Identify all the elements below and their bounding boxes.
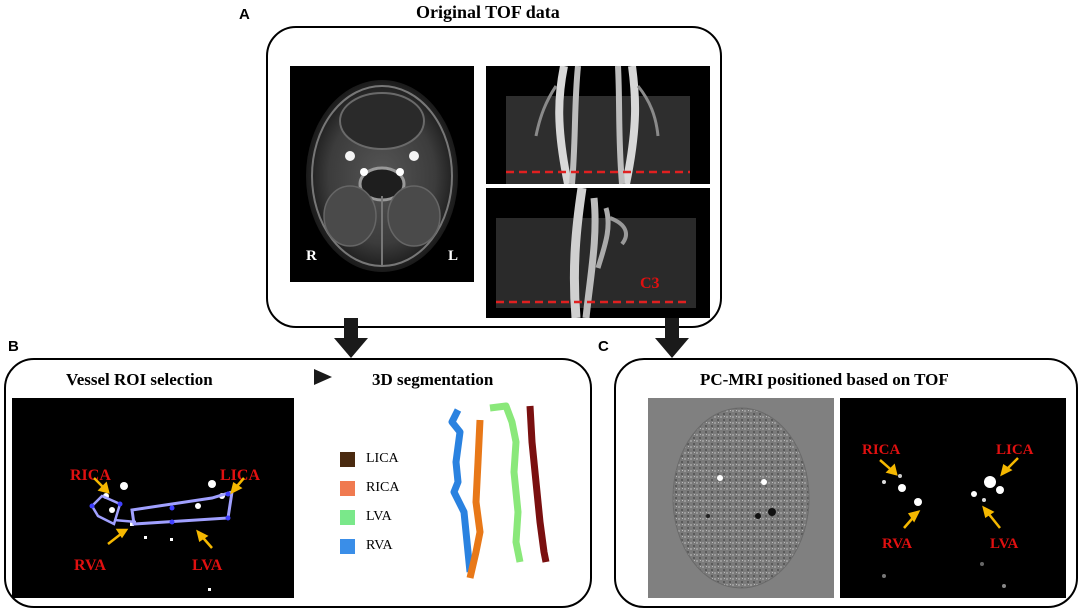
roi-label-lva: LVA <box>192 557 223 574</box>
pc-mri-phase-image <box>648 398 834 598</box>
segment-rva <box>448 408 474 573</box>
segmentation-3d-render <box>448 402 550 579</box>
legend-label-lica: LICA <box>366 451 399 466</box>
pc-label-rva: RVA <box>882 536 912 552</box>
legend-swatch-rva <box>340 539 355 554</box>
roi-label-lica: LICA <box>220 467 260 484</box>
pc-label-lva: LVA <box>990 536 1019 552</box>
roi-label-rva: RVA <box>74 557 106 574</box>
legend-label-rva: RVA <box>366 538 393 553</box>
segment-lica <box>526 405 550 563</box>
legend-swatch-rica <box>340 481 355 496</box>
triangle-arrow-right-icon <box>314 369 332 385</box>
panel-letter-c: C <box>598 338 609 355</box>
legend-swatch-lica <box>340 452 355 467</box>
pc-label-rica: RICA <box>862 442 901 458</box>
axial-label-l: L <box>448 248 458 264</box>
legend-swatch-lva <box>340 510 355 525</box>
axial-label-r: R <box>306 248 317 264</box>
pc-mri-magnitude-image: RICA LICA RVA LVA <box>840 398 1066 598</box>
legend-label-rica: RICA <box>366 480 400 495</box>
panel-b-title-right: 3D segmentation <box>372 370 494 389</box>
segment-lva <box>489 402 524 563</box>
level-label-c3: C3 <box>640 275 660 292</box>
pc-label-lica: LICA <box>996 442 1034 458</box>
coronal-mip-image <box>486 66 710 184</box>
panel-c-title: PC-MRI positioned based on TOF <box>700 370 949 389</box>
panel-letter-a: A <box>239 6 250 23</box>
roi-selection-image: RICA LICA RVA LVA <box>12 398 294 598</box>
axial-tof-image: R L <box>290 66 474 282</box>
sagittal-mip-image: C3 <box>486 188 710 318</box>
panel-letter-b: B <box>8 338 19 355</box>
panel-b-title-left: Vessel ROI selection <box>66 370 213 389</box>
arrow-down-left <box>334 318 368 358</box>
panel-a-title: Original TOF data <box>416 2 560 22</box>
segment-rica <box>466 419 484 579</box>
arrow-down-right <box>655 318 689 358</box>
legend-label-lva: LVA <box>366 509 392 524</box>
roi-label-rica: RICA <box>70 467 111 484</box>
